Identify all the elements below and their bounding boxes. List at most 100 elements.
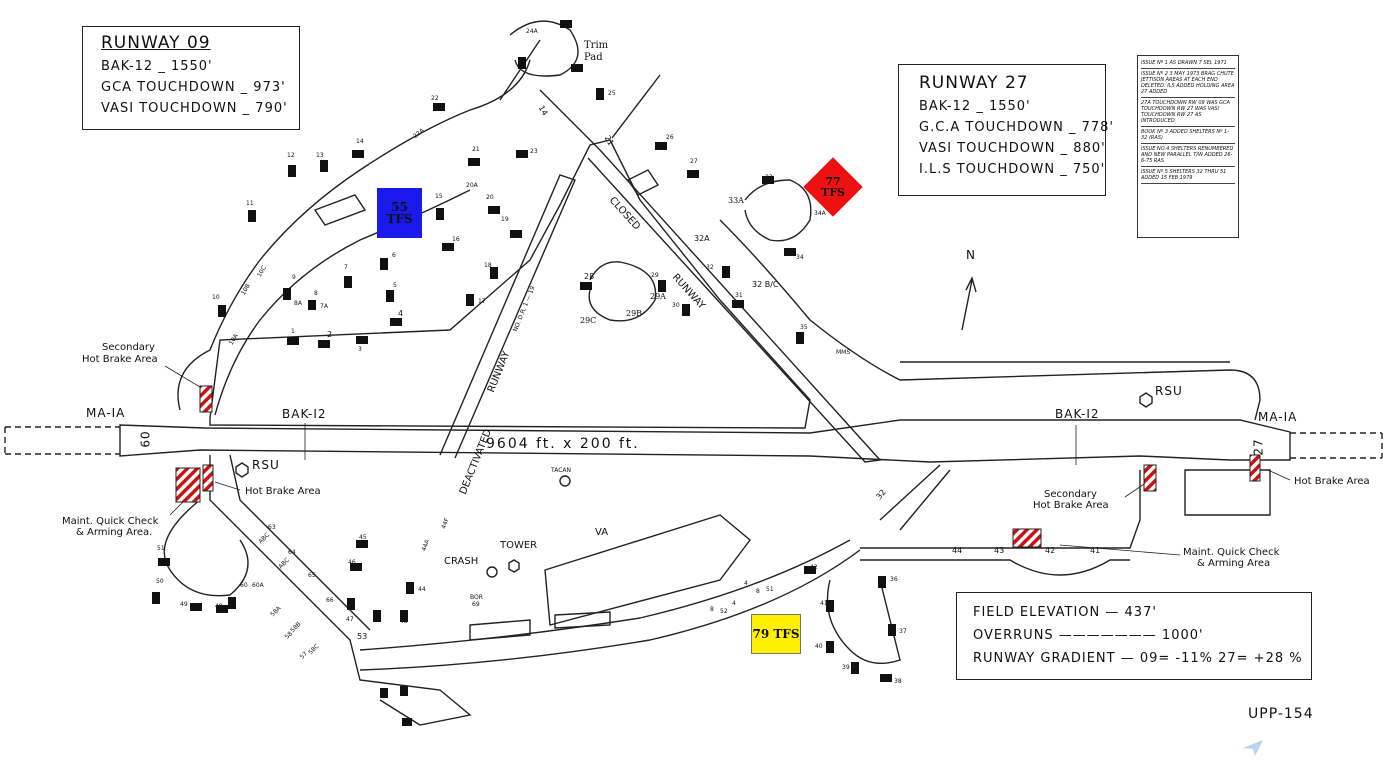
ma-ia-east: MA-IA — [1258, 410, 1298, 424]
bak-12-east: BAK-I2 — [1055, 407, 1100, 421]
shelter-37: 37 — [899, 628, 907, 635]
sw-taxiway — [209, 454, 472, 726]
drawing-number: UPP-154 — [1248, 706, 1314, 722]
paper-plane-icon — [1243, 740, 1263, 756]
shelter-60: 60 — [240, 582, 248, 589]
runway-09-line-2: GCA TOUCHDOWN _ 973' — [101, 80, 286, 95]
shelter-23: 23 — [530, 148, 538, 155]
runway-27-line-2: G.C.A TOUCHDOWN _ 778' — [919, 120, 1114, 135]
shelter-53: 53 — [357, 632, 368, 641]
issue-3: BOOK Nº 3 ADDED SHELTERS Nº 1-32 (RAS) — [1141, 127, 1235, 144]
shelter-20a: 20A — [466, 182, 478, 189]
shelter-8-a: 8 — [756, 588, 760, 595]
shelter-50: 50 — [156, 578, 164, 585]
shelter-17: 17 — [478, 298, 486, 305]
shelter-39: 39 — [842, 664, 850, 671]
rsu-west: RSU — [252, 458, 280, 472]
crash-label: CRASH — [444, 556, 479, 567]
runway-09-line-3: VASI TOUCHDOWN _ 790' — [101, 101, 288, 116]
shelter-5: 5 — [393, 282, 397, 289]
ma-ia-west: MA-IA — [86, 406, 126, 420]
tower-label: TOWER — [500, 540, 538, 551]
rsu-east: RSU — [1155, 384, 1183, 398]
shelter-38: 38 — [894, 678, 902, 685]
runway-27-title: RUNWAY 27 — [919, 73, 1029, 93]
shelter-26: 26 — [666, 134, 674, 141]
shelter-51: 51 — [157, 545, 165, 552]
sec-hot-brake-west — [199, 385, 213, 413]
shelter-2: 2 — [327, 330, 333, 339]
shelter-12: 12 — [287, 152, 295, 159]
bak-12-west: BAK-I2 — [282, 407, 327, 421]
runway-27-line-1: BAK-12 _ 1550' — [919, 99, 1031, 114]
bor-69-label: 69 — [472, 601, 480, 608]
runway-09-title: RUNWAY 09 — [101, 33, 211, 53]
shelter-14: 14 — [356, 138, 364, 145]
bor-label: BOR — [470, 594, 483, 601]
shelter-blocks — [152, 20, 896, 726]
loop-south-east — [826, 579, 901, 664]
shelter-31: 31 — [735, 292, 743, 299]
runway-gradient: RUNWAY GRADIENT — 09= -11% 27= +28 % — [973, 651, 1303, 666]
issue-table: ISSUE Nº 1 AS DRAWN 7 SEL 1971 ISSUE Nº … — [1137, 55, 1239, 238]
hot-brake-west-label: Hot Brake Area — [245, 486, 321, 497]
crash-marker — [486, 566, 498, 578]
shelter-33a: 33A — [728, 196, 744, 205]
shelter-65: 65 — [308, 572, 316, 579]
shelter-7: 7 — [344, 264, 348, 271]
runway-dimensions: 9604 ft. x 200 ft. — [486, 436, 640, 452]
shelter-40: 40 — [815, 643, 823, 650]
shelter-52: 52 — [720, 608, 728, 615]
runway-60-label: 60 — [138, 430, 153, 448]
south-taxiway-b — [860, 470, 1141, 576]
shelter-30: 30 — [672, 302, 680, 309]
shelter-16: 16 — [452, 236, 460, 243]
runway-27-box: RUNWAY 27 BAK-12 _ 1550' G.C.A TOUCHDOWN… — [898, 64, 1114, 196]
shelter-22: 22 — [431, 95, 439, 102]
shelter-13: 13 — [316, 152, 324, 159]
field-elevation: FIELD ELEVATION — 437' — [973, 605, 1157, 620]
shelter-27: 27 — [690, 158, 698, 165]
trim-label: Trim — [584, 40, 609, 51]
shelter-3: 3 — [358, 346, 362, 353]
shelter-4-b: 4 — [732, 600, 736, 607]
shelter-8-b: 8 — [710, 606, 714, 613]
maint-area-west — [175, 467, 201, 503]
shelter-33: 33 — [765, 174, 773, 181]
shelter-41-east: 41 — [1090, 546, 1101, 555]
squadron-77-label: 77 TFS — [821, 175, 845, 199]
maint-west-2: & Arming Area. — [76, 527, 153, 538]
shelter-34: 34 — [796, 254, 804, 261]
sec-hot-brake-east — [1143, 464, 1157, 492]
shelter-47: 47 — [346, 616, 354, 623]
shelter-6: 6 — [392, 252, 396, 259]
shelter-32: 32 — [706, 264, 714, 271]
issue-5: ISSUE Nº 5 SHELTERS 32 THRU 51 ADDED 15 … — [1141, 167, 1235, 184]
shelter-7a: 7A — [320, 303, 328, 310]
shelter-42: 42 — [810, 564, 818, 571]
shelter-32a: 32A — [694, 234, 710, 243]
sec-hot-brake-west-1: Secondary — [102, 342, 155, 353]
deactivated-runway — [439, 174, 576, 459]
maint-east-1: Maint. Quick Check — [1183, 547, 1280, 558]
shelter-8a: 8A — [294, 300, 302, 307]
shelter-25: 25 — [608, 90, 616, 97]
sec-hot-brake-east-1: Secondary — [1044, 489, 1097, 500]
shelter-29b: 29B — [626, 309, 643, 318]
runway-09-box: RUNWAY 09 BAK-12 _ 1550' GCA TOUCHDOWN _… — [82, 26, 300, 130]
shelter-66: 66 — [326, 597, 334, 604]
north-label: N — [966, 248, 976, 262]
pad-label: Pad — [584, 52, 603, 63]
shelter-29c: 29C — [580, 316, 597, 325]
runway-27-label: 27 — [1251, 438, 1266, 456]
issue-2: ISSUE Nº 2 3 MAY 1973 BRAG CHUTE JETTISO… — [1141, 69, 1235, 98]
shelter-49: 49 — [180, 601, 188, 608]
shelter-29a: 29A — [650, 292, 666, 301]
shelter-45: 45 — [359, 534, 367, 541]
west-loop — [163, 499, 249, 597]
mms-label: MMS — [836, 349, 851, 356]
shelter-34a: 34A — [814, 210, 826, 217]
north-arrow — [961, 276, 977, 331]
shelter-8: 8 — [314, 290, 318, 297]
issue-4: ISSUE NO.4 SHELTERS RENUMBERED AND NEW P… — [1141, 144, 1235, 167]
